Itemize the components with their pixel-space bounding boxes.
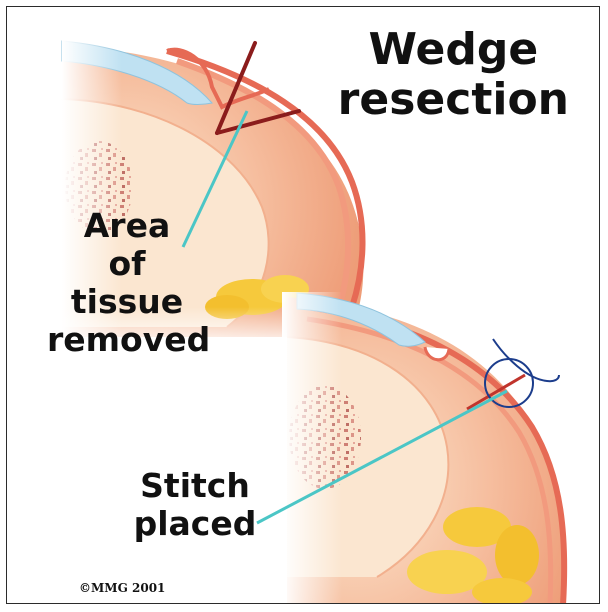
title-line-1: Wedge — [338, 25, 569, 75]
copyright-notice: ©MMG 2001 — [79, 581, 165, 595]
area-label-line-4: removed — [47, 321, 207, 359]
stitch-placed-label: Stitch placed — [125, 467, 265, 543]
area-label-line-2: of — [47, 245, 207, 283]
stitch-label-line-2: placed — [125, 505, 265, 543]
lower-tissue-panel — [282, 292, 564, 604]
stitch-label-line-1: Stitch — [125, 467, 265, 505]
area-label-line-3: tissue — [47, 283, 207, 321]
title-line-2: resection — [338, 75, 569, 125]
diagram-title: Wedge resection — [338, 25, 569, 125]
figure-frame: Wedge resection Area of tissue removed S… — [6, 6, 600, 604]
area-label-line-1: Area — [47, 207, 207, 245]
area-removed-label: Area of tissue removed — [47, 207, 207, 359]
